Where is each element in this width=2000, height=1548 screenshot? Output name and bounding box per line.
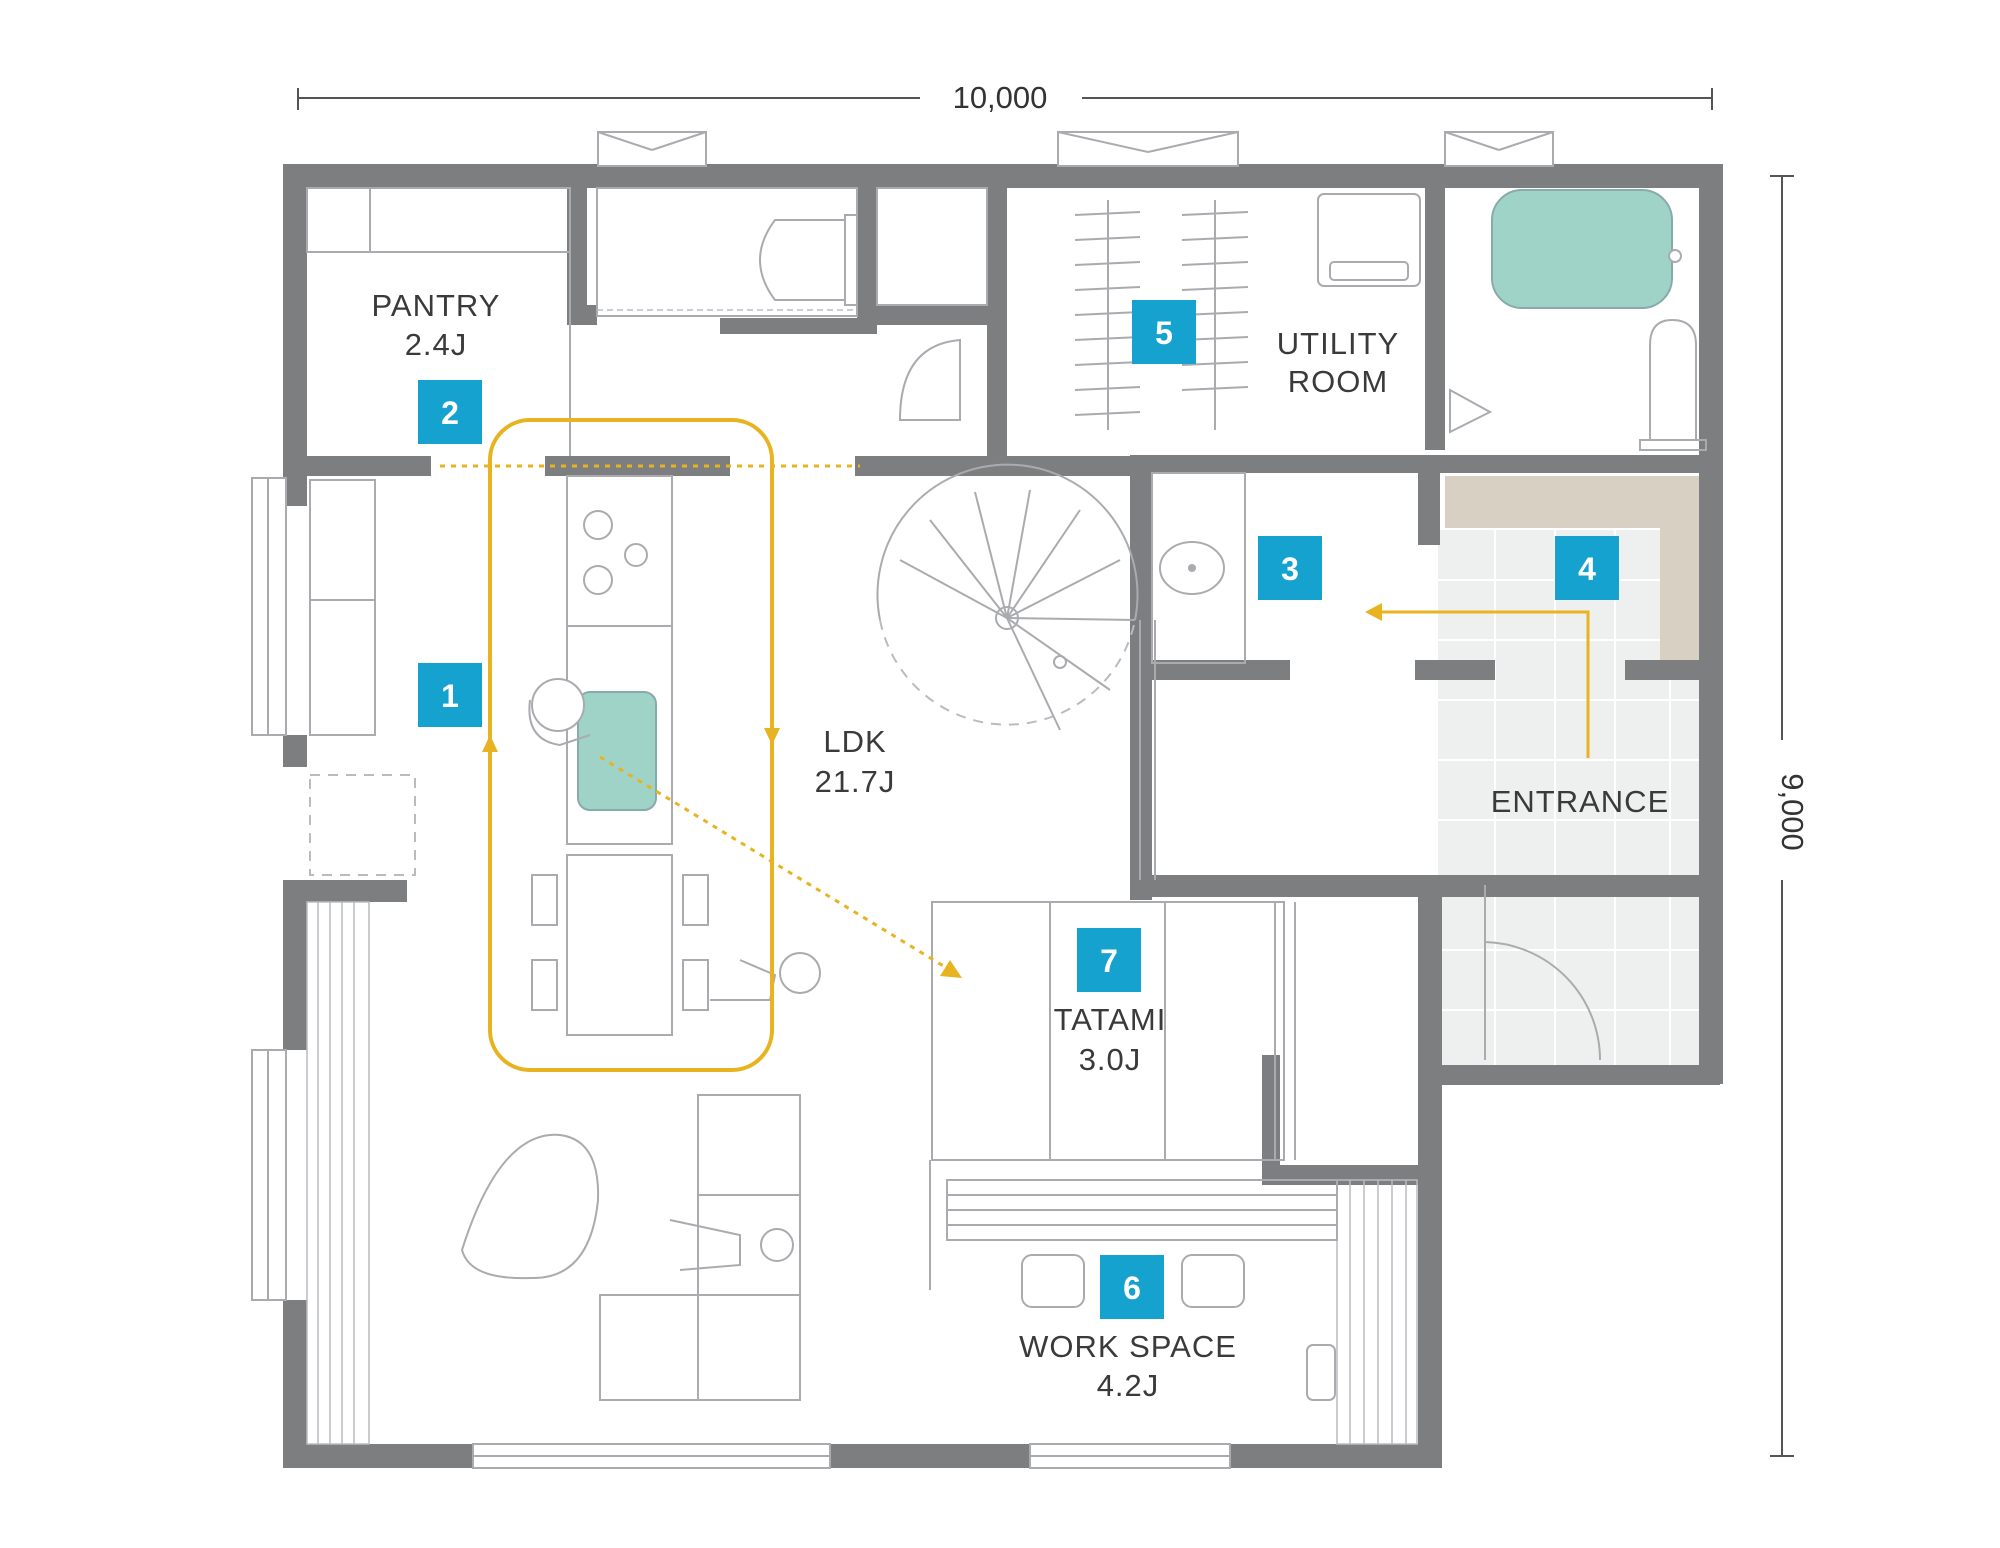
workspace-name: WORK SPACE <box>1019 1329 1237 1364</box>
right-deck <box>1336 1179 1418 1445</box>
wash-basin <box>1449 318 1707 451</box>
svg-text:3: 3 <box>1281 551 1299 587</box>
left-cabinet <box>309 479 416 876</box>
coffee-table <box>460 1133 600 1280</box>
marker-3: 3 <box>1258 536 1322 600</box>
tatami-size: 3.0J <box>1079 1042 1142 1077</box>
sofa <box>599 1094 801 1401</box>
work-chairs <box>1021 1254 1336 1401</box>
washroom-sink <box>1151 472 1246 664</box>
dimension-height: 9,000 <box>1770 175 1810 1457</box>
svg-text:1: 1 <box>441 678 459 714</box>
person-sofa <box>669 1219 794 1271</box>
kitchen-stove <box>566 475 673 627</box>
utility-name-line2: ROOM <box>1288 364 1388 399</box>
bathtub <box>1491 189 1682 309</box>
marker-6: 6 <box>1100 1255 1164 1319</box>
utility-name-line1: UTILITY <box>1277 326 1399 361</box>
left-deck <box>306 901 370 1445</box>
pantry-name: PANTRY <box>372 288 501 323</box>
svg-text:4: 4 <box>1578 551 1596 587</box>
person-kitchen <box>528 678 591 747</box>
width-label: 10,000 <box>953 80 1048 115</box>
svg-text:5: 5 <box>1155 315 1173 351</box>
svg-text:6: 6 <box>1123 1270 1141 1306</box>
windows <box>251 131 1554 1469</box>
utility-hangers <box>1074 200 1249 430</box>
kitchen-island <box>566 625 673 845</box>
toilet <box>596 187 858 317</box>
svg-text:2: 2 <box>441 395 459 431</box>
doors <box>1139 620 1601 1061</box>
svg-text:7: 7 <box>1100 943 1118 979</box>
marker-4: 4 <box>1555 536 1619 600</box>
dining-table <box>531 854 709 1036</box>
entrance-floor <box>1438 476 1700 1075</box>
ldk-name: LDK <box>823 724 886 759</box>
marker-7: 7 <box>1077 928 1141 992</box>
marker-2: 2 <box>418 380 482 444</box>
entrance-name: ENTRANCE <box>1491 784 1670 819</box>
circulation-loop <box>482 418 780 1072</box>
marker-1: 1 <box>418 663 482 727</box>
height-label: 9,000 <box>1775 773 1810 851</box>
person-dining <box>710 952 821 1001</box>
marker-5: 5 <box>1132 300 1196 364</box>
washing-machine <box>1317 193 1421 287</box>
closet <box>876 187 988 421</box>
dotted-path-tatami <box>599 755 962 978</box>
spiral-staircase <box>876 463 1139 731</box>
workspace-size: 4.2J <box>1097 1368 1160 1403</box>
tatami-name: TATAMI <box>1054 1002 1167 1037</box>
pantry-size: 2.4J <box>405 327 468 362</box>
entrance-path <box>1365 603 1590 758</box>
tatami-mats <box>931 901 1296 1161</box>
dimension-width: 10,000 <box>297 80 1713 115</box>
ldk-size: 21.7J <box>815 764 896 799</box>
work-desk <box>929 1160 1338 1290</box>
